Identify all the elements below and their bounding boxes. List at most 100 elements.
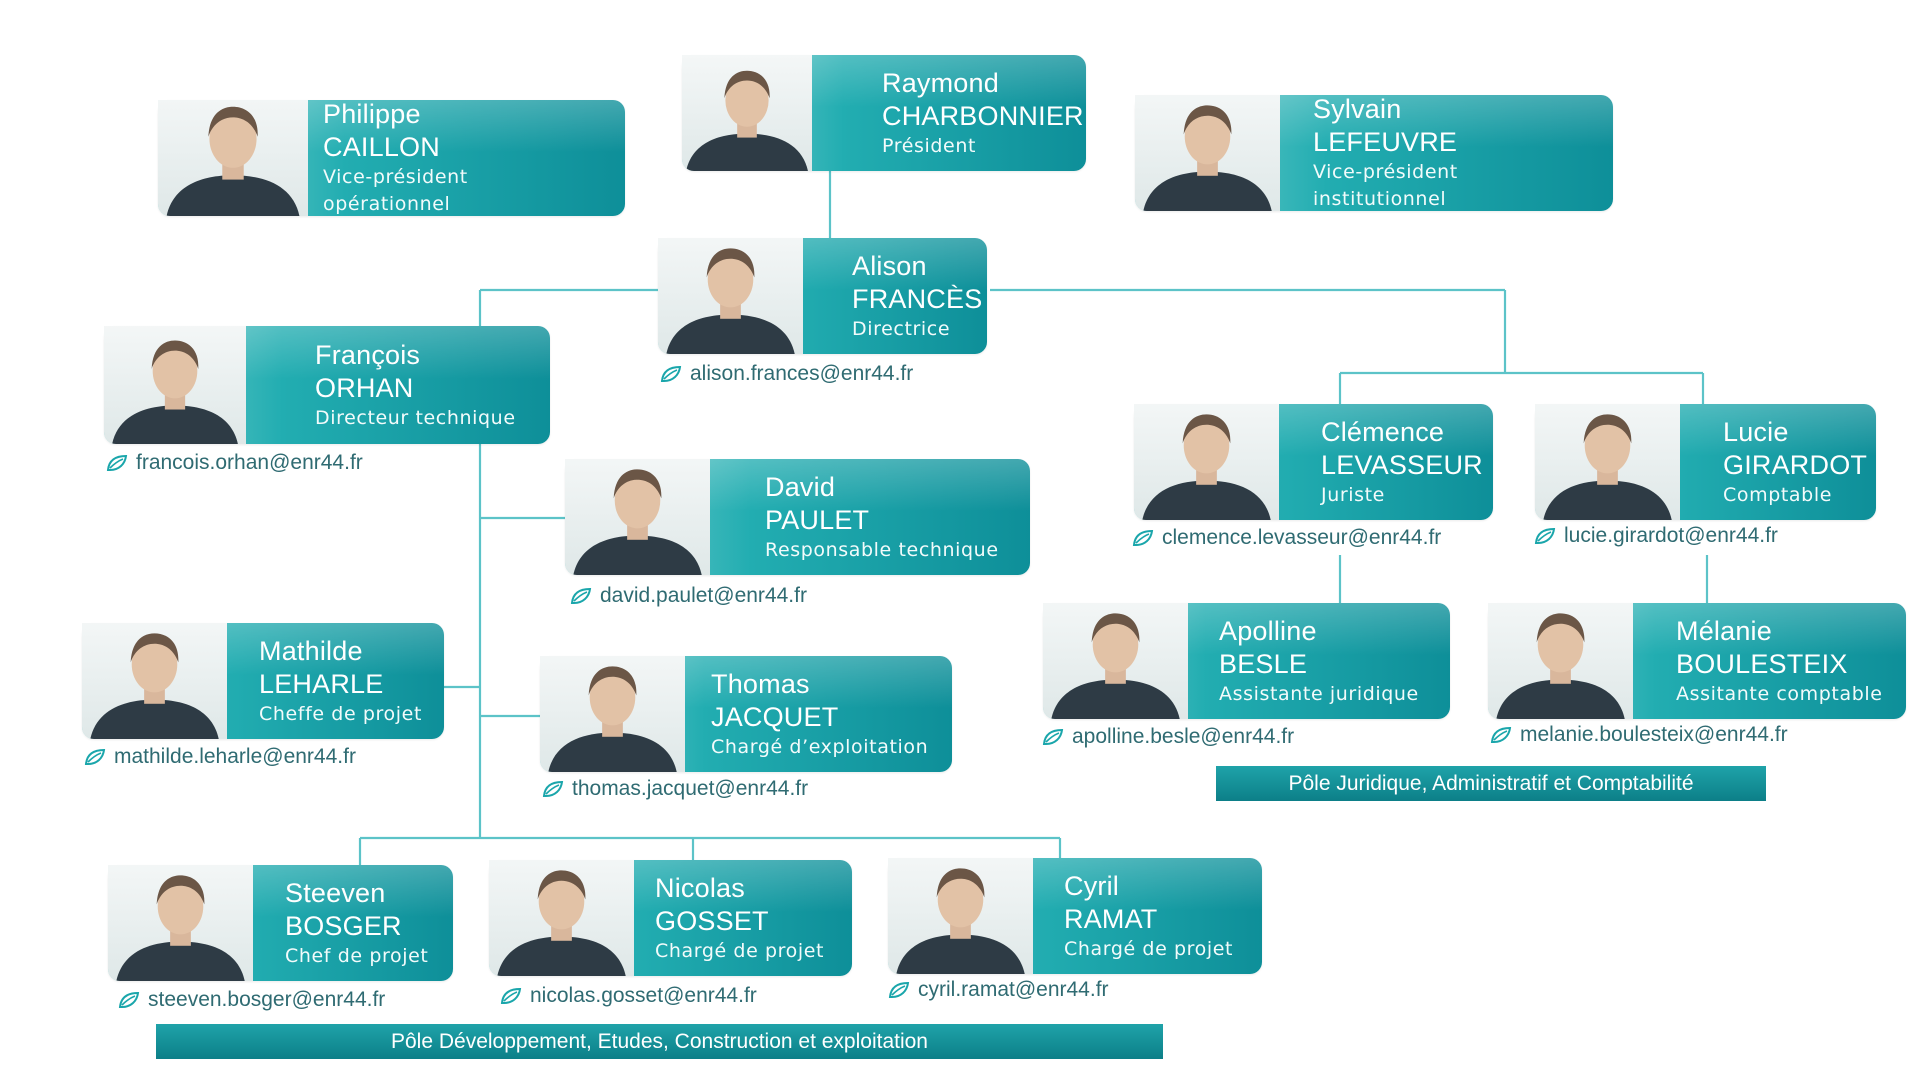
first-name: Thomas [711, 668, 810, 699]
last-name: PAULET [765, 504, 870, 535]
email-lucie-girardot[interactable]: lucie.girardot@enr44.fr [1534, 524, 1778, 548]
email-address[interactable]: steeven.bosger@enr44.fr [148, 988, 386, 1011]
last-name: BOSGER [285, 910, 402, 941]
leaf-icon [570, 587, 592, 605]
email-steeven-bosger[interactable]: steeven.bosger@enr44.fr [118, 988, 385, 1012]
email-thomas-jacquet[interactable]: thomas.jacquet@enr44.fr [542, 777, 808, 801]
portrait-photo [1488, 603, 1633, 719]
leaf-icon [84, 748, 106, 766]
leaf-icon [1534, 527, 1556, 545]
email-clemence-levasseur[interactable]: clemence.levasseur@enr44.fr [1132, 526, 1441, 550]
portrait-photo [565, 459, 710, 575]
portrait-photo [1135, 95, 1280, 211]
email-address[interactable]: clemence.levasseur@enr44.fr [1162, 526, 1442, 549]
first-name: Apolline [1219, 615, 1317, 646]
last-name: JACQUET [711, 701, 839, 732]
last-name: LEVASSEUR [1321, 449, 1483, 480]
last-name: LEFEUVRE [1313, 127, 1458, 157]
last-name: CHARBONNIER [882, 100, 1084, 131]
portrait-photo [108, 865, 253, 981]
job-title: Directrice [852, 317, 951, 340]
email-address[interactable]: apolline.besle@enr44.fr [1072, 725, 1295, 748]
first-name: Cyril [1064, 870, 1119, 901]
email-alison-frances[interactable]: alison.frances@enr44.fr [660, 362, 913, 386]
portrait-photo [540, 656, 685, 772]
job-title: Comptable [1723, 483, 1832, 506]
email-address[interactable]: lucie.girardot@enr44.fr [1564, 524, 1778, 547]
first-name: François [315, 339, 421, 370]
last-name: LEHARLE [259, 668, 384, 699]
email-address[interactable]: alison.frances@enr44.fr [690, 362, 914, 385]
job-title: Chargé de projet [655, 939, 825, 962]
leaf-icon [1132, 529, 1154, 547]
leaf-icon [542, 780, 564, 798]
email-francois-orhan[interactable]: francois.orhan@enr44.fr [106, 451, 363, 475]
email-address[interactable]: david.paulet@enr44.fr [600, 584, 807, 607]
job-title: Directeur technique [315, 406, 516, 429]
email-melanie-boulesteix[interactable]: melanie.boulesteix@enr44.fr [1490, 723, 1788, 747]
leaf-icon [1042, 728, 1064, 746]
first-name: Sylvain [1313, 94, 1402, 124]
email-apolline-besle[interactable]: apolline.besle@enr44.fr [1042, 725, 1294, 749]
last-name: GOSSET [655, 905, 769, 936]
portrait-photo [104, 326, 246, 444]
last-name: GIRARDOT [1723, 449, 1868, 480]
job-title: Responsable technique [765, 538, 999, 561]
first-name: Alison [852, 250, 927, 281]
job-title: Chargé de projet [1064, 937, 1234, 960]
email-address[interactable]: cyril.ramat@enr44.fr [918, 978, 1109, 1001]
leaf-icon [888, 981, 910, 999]
email-address[interactable]: mathilde.leharle@enr44.fr [114, 745, 356, 768]
email-david-paulet[interactable]: david.paulet@enr44.fr [570, 584, 807, 608]
job-title: Chef de projet [285, 944, 429, 967]
email-cyril-ramat[interactable]: cyril.ramat@enr44.fr [888, 978, 1109, 1002]
email-nicolas-gosset[interactable]: nicolas.gosset@enr44.fr [500, 984, 757, 1008]
first-name: Philippe [323, 99, 421, 129]
portrait-photo [682, 55, 812, 171]
leaf-icon [500, 987, 522, 1005]
job-title: Président [882, 134, 977, 157]
leaf-icon [118, 991, 140, 1009]
email-mathilde-leharle[interactable]: mathilde.leharle@enr44.fr [84, 745, 356, 769]
portrait-photo [888, 858, 1033, 974]
job-title: Vice-président [323, 166, 468, 188]
job-title: Cheffe de projet [259, 702, 422, 725]
email-address[interactable]: nicolas.gosset@enr44.fr [530, 984, 757, 1007]
job-title: Juriste [1321, 483, 1385, 506]
first-name: Mélanie [1676, 615, 1772, 646]
email-address[interactable]: thomas.jacquet@enr44.fr [572, 777, 809, 800]
job-title: Vice-président [1313, 161, 1458, 183]
portrait-photo [1043, 603, 1188, 719]
first-name: Nicolas [655, 872, 745, 903]
email-address[interactable]: melanie.boulesteix@enr44.fr [1520, 723, 1788, 746]
email-address[interactable]: francois.orhan@enr44.fr [136, 451, 363, 474]
last-name: BESLE [1219, 648, 1308, 679]
job-title: institutionnel [1313, 188, 1447, 210]
